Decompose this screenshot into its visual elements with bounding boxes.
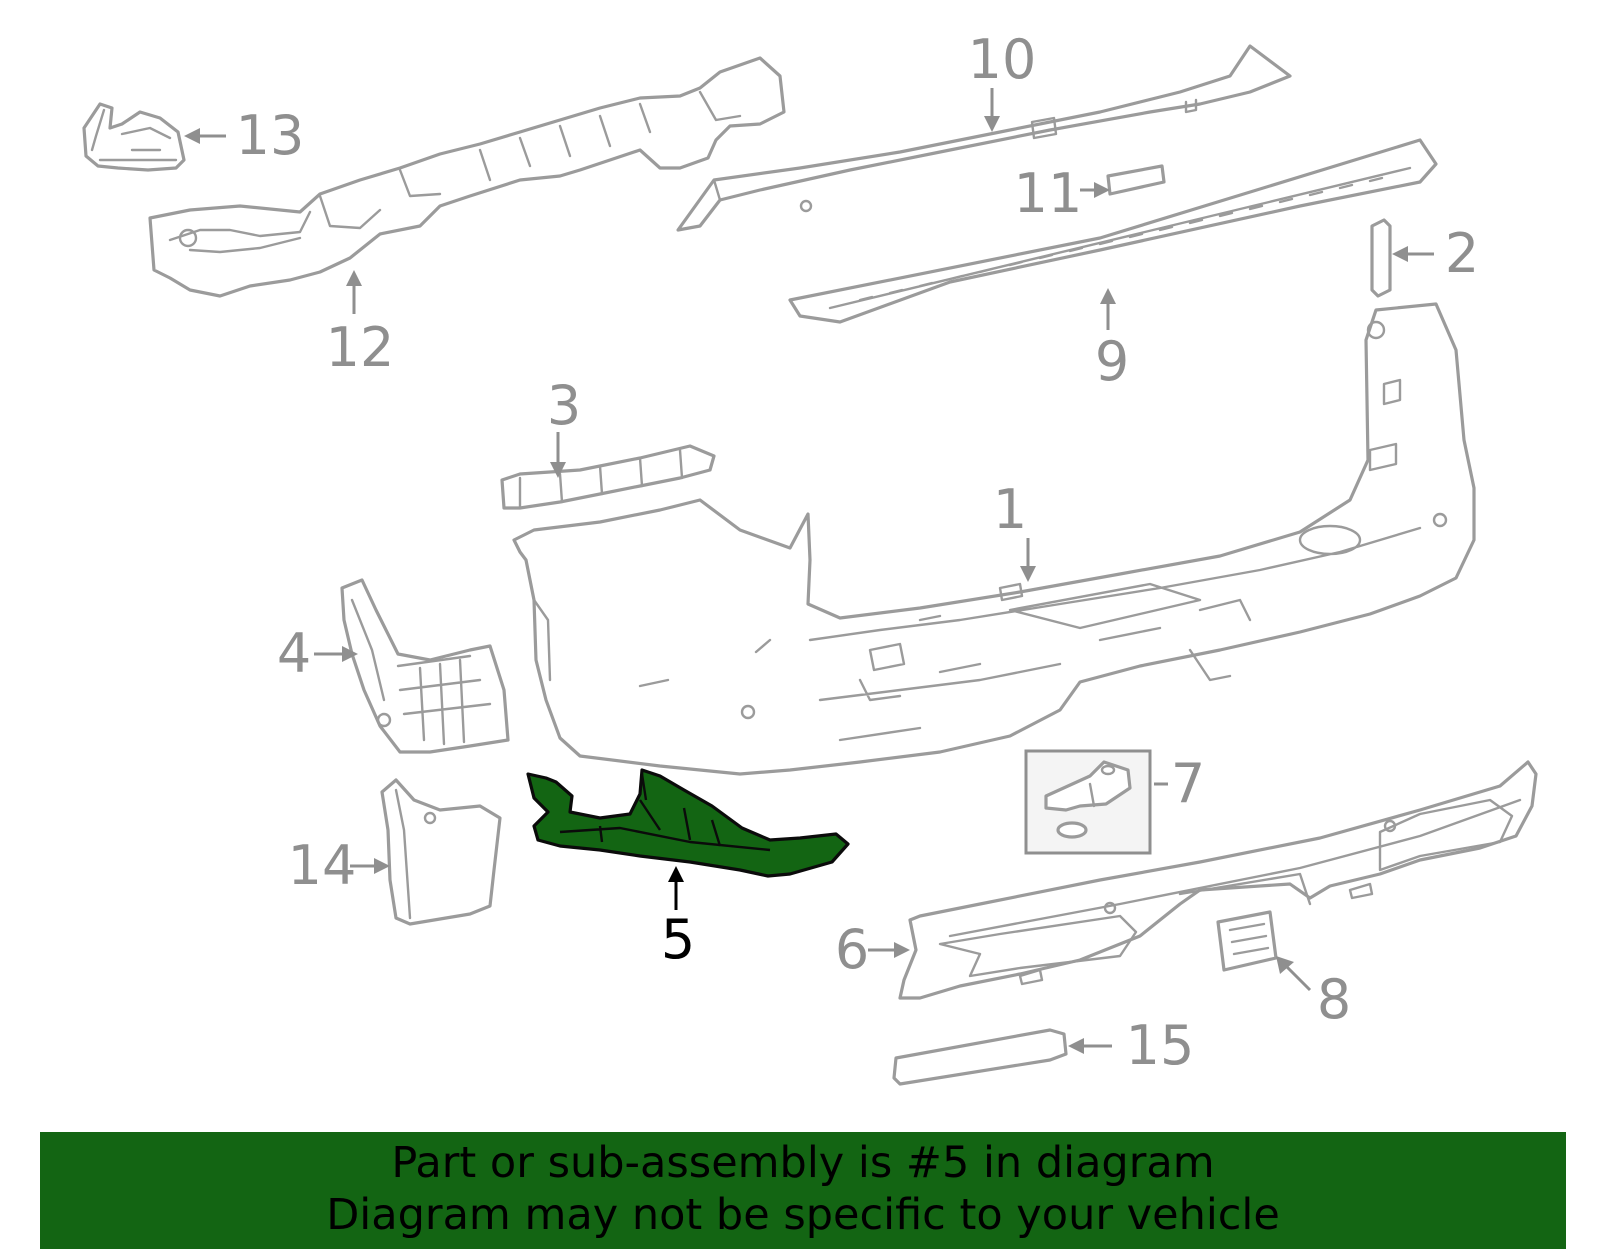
part-15[interactable]	[892, 1028, 1068, 1086]
svg-text:10: 10	[968, 28, 1037, 91]
svg-text:6: 6	[835, 918, 869, 981]
part-12[interactable]	[148, 56, 786, 298]
svg-text:14: 14	[288, 834, 357, 897]
svg-text:8: 8	[1317, 968, 1351, 1031]
part-4[interactable]	[340, 578, 510, 754]
part-11[interactable]	[1106, 164, 1166, 196]
banner-part-note: Part or sub-assembly is #5 in diagram	[391, 1138, 1215, 1188]
svg-text:3: 3	[547, 374, 581, 437]
info-banner: Part or sub-assembly is #5 in diagram Di…	[40, 1132, 1566, 1249]
part-3[interactable]	[500, 444, 716, 510]
svg-text:13: 13	[236, 104, 305, 167]
callout-4: 4	[277, 622, 358, 685]
svg-text:1: 1	[993, 478, 1027, 541]
svg-text:2: 2	[1445, 222, 1479, 285]
part-9[interactable]	[788, 138, 1438, 324]
part-14[interactable]	[380, 778, 502, 926]
svg-text:12: 12	[326, 316, 395, 379]
callout-7: 7	[1154, 752, 1205, 815]
banner-disclaimer: Diagram may not be specific to your vehi…	[326, 1190, 1280, 1240]
part-7[interactable]	[1024, 749, 1152, 855]
callout-12: 12	[326, 270, 395, 379]
callout-10: 10	[968, 28, 1037, 132]
part-8[interactable]	[1216, 910, 1278, 972]
svg-text:5: 5	[661, 908, 695, 971]
part-13[interactable]	[82, 102, 186, 172]
part-2[interactable]	[1370, 218, 1392, 298]
part-1[interactable]	[512, 302, 1476, 776]
callout-3: 3	[547, 374, 581, 478]
callout-6: 6	[835, 918, 910, 981]
part-5-highlighted[interactable]	[526, 768, 850, 878]
callout-15: 15	[1068, 1014, 1194, 1077]
callout-14: 14	[288, 834, 390, 897]
callout-1: 1	[993, 478, 1036, 582]
svg-text:4: 4	[277, 622, 311, 685]
callout-2: 2	[1392, 222, 1479, 285]
part-10[interactable]	[676, 44, 1292, 232]
callout-13: 13	[184, 104, 304, 167]
svg-text:11: 11	[1014, 162, 1083, 225]
part-6[interactable]	[898, 760, 1538, 1000]
callout-9: 9	[1095, 288, 1129, 393]
svg-text:15: 15	[1126, 1014, 1195, 1077]
callout-11: 11	[1014, 162, 1110, 225]
svg-text:7: 7	[1171, 752, 1205, 815]
callout-5-selected: 5	[661, 866, 695, 971]
callout-8: 8	[1276, 956, 1351, 1031]
svg-text:9: 9	[1095, 330, 1129, 393]
